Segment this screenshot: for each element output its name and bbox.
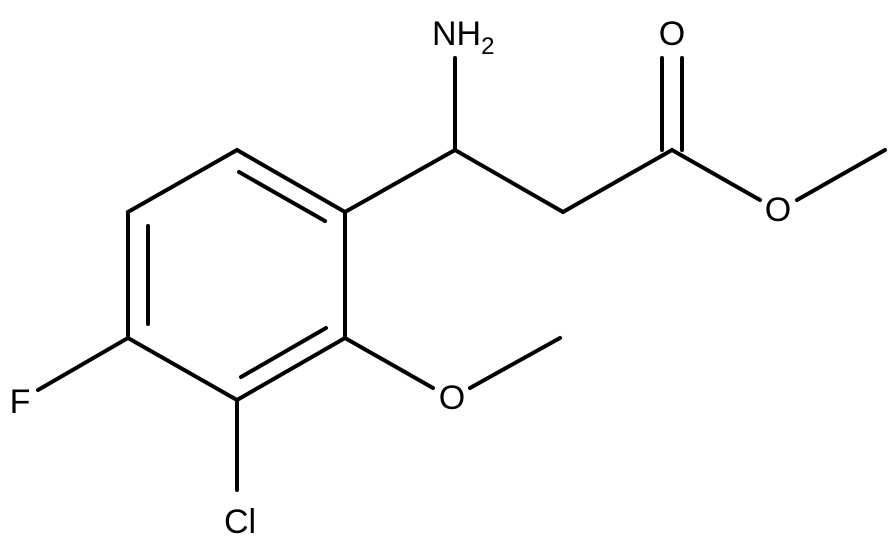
- bond-carbonyl-to-ester-oxygen: [670, 148, 762, 202]
- ring-bond-c5-c6: [235, 336, 347, 402]
- bond-ring-to-methoxy-oxygen: [343, 336, 435, 390]
- bond-methoxy-oxygen-to-methyl: [468, 336, 562, 390]
- bond-ch2-to-carbonyl-carbon: [561, 148, 674, 214]
- bond-ring-to-chiral-carbon: [343, 148, 457, 214]
- ring-bond-c2-c3: [126, 148, 239, 214]
- bond-ester-oxygen-to-methyl: [795, 148, 887, 202]
- fluorine-label: F: [10, 383, 31, 421]
- chlorine-label: Cl: [224, 503, 256, 541]
- amine-subscript: 2: [481, 33, 494, 60]
- methoxy-oxygen-label: O: [439, 379, 465, 417]
- ring-double-bond-inner-3: [239, 326, 328, 379]
- ring-bond-c1-c2: [235, 148, 347, 214]
- ring-bond-c4-c5: [126, 336, 239, 402]
- ester-oxygen-label: O: [765, 191, 791, 229]
- carbonyl-oxygen-label: O: [659, 15, 685, 53]
- amine-symbol: NH: [432, 15, 481, 53]
- amine-label: NH2: [432, 15, 494, 60]
- bond-chiral-carbon-to-ch2: [453, 148, 565, 214]
- ring-double-bond-inner-1: [237, 170, 327, 223]
- bond-ring-to-fluorine: [36, 336, 130, 392]
